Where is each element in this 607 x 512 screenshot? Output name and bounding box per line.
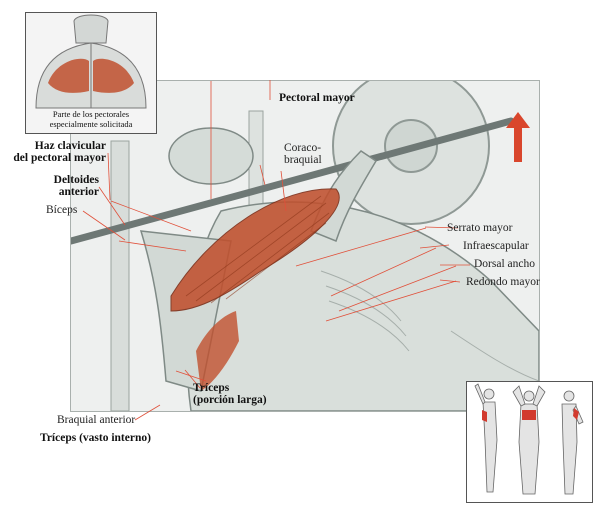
label-haz-clavicular: Haz clavicular del pectoral mayor <box>13 140 106 164</box>
thumbnail-caption-line1: Parte de los pectorales <box>52 109 130 119</box>
label-serrato-mayor: Serrato mayor <box>447 222 513 234</box>
label-coracobraquial: Coraco- braquial <box>284 142 322 166</box>
label-triceps-vasto-interno: Tríceps (vasto interno) <box>40 432 151 444</box>
label-braquial-anterior: Braquial anterior <box>57 414 136 426</box>
body-figures-inset <box>466 381 593 503</box>
thumbnail-drawing <box>35 14 147 109</box>
triceps-muscle <box>196 311 239 391</box>
label-triceps-porcion-larga: Tríceps (porción larga) <box>193 382 267 406</box>
pectoral-muscle <box>170 188 340 312</box>
thumbnail-caption-line2: especialmente solicitada <box>49 119 133 129</box>
label-dorsal-ancho: Dorsal ancho <box>474 258 535 270</box>
barbell-bar <box>71 117 515 245</box>
rack-post-left <box>110 140 130 411</box>
inset-drawing <box>474 383 584 495</box>
pectoral-thumbnail: Parte de los pectorales especialmente so… <box>25 12 157 134</box>
bench-press-illustration <box>70 80 540 412</box>
label-deltoides-anterior: Deltoides anterior <box>53 174 99 198</box>
label-pectoral-mayor: Pectoral mayor <box>279 92 355 104</box>
label-redondo-mayor: Redondo mayor <box>466 276 540 288</box>
upward-arrow-icon <box>506 112 530 162</box>
label-infraescapular: Infraescapular <box>463 240 529 252</box>
illustration-drawing <box>71 81 539 411</box>
label-biceps: Bíceps <box>46 204 78 216</box>
